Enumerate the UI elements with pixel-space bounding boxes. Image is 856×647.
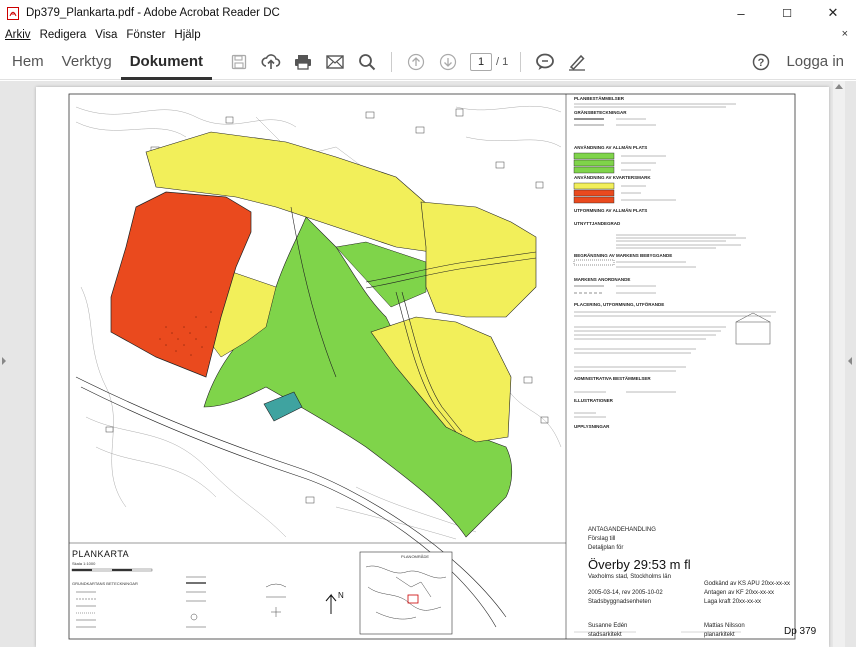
legend-samples	[76, 576, 287, 628]
approval-date: Godkänd av KS APU 20xx-xx-xx	[704, 581, 791, 587]
legend-heading: ANVÄNDNING AV ALLMÄN PLATS	[574, 145, 648, 150]
login-button[interactable]: Logga in	[786, 53, 844, 70]
plan-location: Vaxholms stad, Stockholms län	[588, 574, 671, 580]
legend-heading: GRÄNSBETECKNINGAR	[574, 110, 627, 115]
legend-heading: PLANBESTÄMMELSER	[574, 96, 625, 101]
legend-heading: BEGRÄNSNING AV MARKENS BEBYGGANDE	[574, 253, 673, 258]
close-button[interactable]: ✕	[827, 5, 839, 20]
window-title: Dp379_Plankarta.pdf - Adobe Acrobat Read…	[26, 7, 280, 19]
email-icon[interactable]	[324, 51, 346, 73]
maximize-button[interactable]: ☐	[782, 7, 792, 20]
scroll-up-icon[interactable]	[835, 84, 843, 89]
document-id: Dp 379	[784, 626, 817, 637]
toolbar-divider	[520, 51, 522, 72]
industry-hatching	[159, 311, 212, 356]
north-label: N	[338, 591, 344, 600]
search-icon[interactable]	[356, 51, 378, 73]
plan-dates: 2005-03-14, rev 2005-10-02	[588, 590, 663, 596]
window-titlebar: Dp379_Plankarta.pdf - Adobe Acrobat Read…	[0, 0, 856, 26]
tab-verktyg[interactable]: Verktyg	[61, 53, 112, 70]
legal-force-date: Laga kraft 20xx-xx-xx	[704, 599, 762, 605]
signer-name: Mattias Nilsson	[704, 623, 745, 629]
map-title: PLANKARTA	[72, 549, 130, 559]
sign-icon[interactable]	[566, 51, 588, 73]
comment-icon[interactable]	[534, 51, 556, 73]
window-controls: – ☐ ✕	[718, 0, 856, 26]
upload-cloud-icon[interactable]	[260, 51, 282, 73]
page-down-icon[interactable]	[437, 51, 459, 73]
adoption-date: Antagen av KF 20xx-xx-xx	[704, 590, 775, 596]
acrobat-app-icon	[7, 6, 19, 20]
menu-arkiv[interactable]: Arkiv	[5, 29, 31, 41]
legend-heading: ANVÄNDNING AV KVARTERSMARK	[574, 175, 651, 180]
legend-text-lines	[574, 103, 776, 418]
menu-bar: Arkiv Redigera Visa Fönster Hjälp ×	[0, 26, 856, 44]
close-document-button[interactable]: ×	[841, 28, 848, 40]
legend-heading: PLACERING, UTFORMNING, UTFÖRANDE	[574, 302, 665, 307]
scale-bar	[71, 568, 153, 572]
legend-heading: UPPLYSNINGAR	[574, 424, 610, 429]
pdf-page: PLANKARTA Skala 1:1000 GRUNDKARTANS BETE…	[36, 87, 829, 647]
legend-heading: MARKENS ANORDNANDE	[574, 277, 631, 282]
page-number-input[interactable]: 1	[470, 52, 493, 71]
plan-office: Stadsbyggnadsenheten	[588, 599, 652, 605]
teal-zone	[263, 391, 303, 422]
document-workspace[interactable]: PLANKARTA Skala 1:1000 GRUNDKARTANS BETE…	[0, 81, 856, 647]
legend-heading: UTNYTTJANDEGRAD	[574, 221, 621, 226]
print-icon[interactable]	[292, 51, 314, 73]
menu-hjalp[interactable]: Hjälp	[174, 29, 201, 41]
menu-fonster[interactable]: Fönster	[126, 29, 166, 41]
page-total: / 1	[496, 55, 509, 68]
left-pane-toggle[interactable]	[2, 357, 6, 365]
main-toolbar: Hem Verktyg Dokument 1 / 1 ? Logga in	[0, 44, 856, 80]
signer-role: planarkitekt	[704, 632, 735, 638]
north-arrow-icon	[325, 593, 337, 614]
residential-zone-east	[420, 201, 537, 318]
tab-hem[interactable]: Hem	[12, 53, 44, 70]
save-icon[interactable]	[228, 51, 250, 73]
plan-proposal-label: Förslag till	[588, 536, 616, 542]
mini-map-title: PLANOMRÅDE	[401, 554, 430, 559]
signer-name: Susanne Edén	[588, 623, 628, 629]
menu-visa[interactable]: Visa	[95, 29, 118, 41]
plan-map-drawing	[68, 93, 796, 640]
menu-redigera[interactable]: Redigera	[39, 29, 87, 41]
industry-zone	[110, 191, 252, 378]
legend-heading: ADMINISTRATIVA BESTÄMMELSER	[574, 376, 651, 381]
tab-dokument[interactable]: Dokument	[120, 44, 213, 80]
scale-label: Skala 1:1000	[72, 561, 96, 566]
help-icon[interactable]: ?	[752, 53, 770, 71]
residential-zone-southeast	[370, 316, 512, 443]
minimize-button[interactable]: –	[737, 5, 745, 21]
vertical-scrollbar[interactable]	[833, 81, 845, 647]
legend-heading: UTFORMNING AV ALLMÄN PLATS	[574, 208, 648, 213]
plan-title: Överby 29:53 m fl	[588, 557, 691, 572]
right-pane-toggle[interactable]	[848, 357, 852, 365]
svg-text:?: ?	[758, 57, 765, 69]
toolbar-divider	[391, 51, 393, 72]
base-map-legend-heading: GRUNDKARTANS BETECKNINGAR	[72, 581, 138, 586]
legend-heading: ILLUSTRATIONER	[574, 398, 613, 403]
plan-type-label: Detaljplan för	[588, 545, 624, 551]
page-up-icon[interactable]	[405, 51, 427, 73]
legend-swatches	[573, 118, 771, 345]
signer-role: stadsarkitekt	[588, 632, 622, 638]
residential-zone-north	[145, 131, 467, 263]
plan-status: ANTAGANDEHANDLING	[588, 527, 656, 533]
